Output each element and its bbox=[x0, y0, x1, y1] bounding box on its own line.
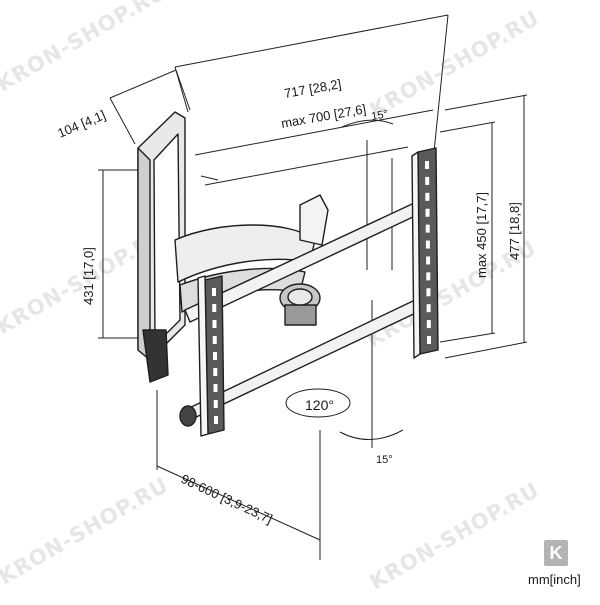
bracket-hole bbox=[212, 304, 217, 312]
wall-plate bbox=[137, 111, 186, 383]
bracket-hole bbox=[213, 368, 218, 376]
bracket-hole bbox=[426, 272, 431, 281]
rail-height-label: 477 [18,8] bbox=[507, 202, 522, 260]
bracket-hole bbox=[425, 192, 430, 201]
brand-logo: K bbox=[544, 540, 568, 566]
bracket-hole bbox=[426, 256, 431, 265]
bracket-hole bbox=[213, 352, 217, 360]
bracket-hole bbox=[213, 400, 218, 408]
bracket-hole bbox=[212, 288, 216, 296]
bracket-hole bbox=[426, 304, 431, 313]
watermark: KRON-SHOP.RU bbox=[366, 6, 544, 123]
bracket-hole bbox=[426, 288, 431, 297]
tilt-bottom-label: 15° bbox=[376, 454, 393, 466]
bracket-hole bbox=[425, 224, 430, 233]
watermark: KRON-SHOP.RU bbox=[0, 0, 171, 96]
units-label: mm[inch] bbox=[528, 572, 581, 587]
vertical-brackets bbox=[197, 147, 439, 437]
max-length-label: 717 [28,2] bbox=[283, 76, 343, 101]
wall-depth-label: 104 [4,1] bbox=[55, 107, 107, 141]
bracket-hole bbox=[212, 320, 217, 328]
dimension-lines bbox=[98, 14, 528, 560]
bracket-hole bbox=[427, 336, 431, 344]
max-700-label: max 700 [27,6] bbox=[280, 101, 367, 131]
plate-height-label: 431 [17,0] bbox=[81, 247, 96, 305]
bracket-hole bbox=[425, 161, 429, 169]
watermark: KRON-SHOP.RU bbox=[0, 473, 173, 590]
bracket-hole bbox=[426, 320, 431, 329]
bracket-hole bbox=[214, 416, 218, 424]
bracket-holes bbox=[212, 161, 431, 424]
bracket-hole bbox=[212, 336, 217, 344]
bracket-hole bbox=[425, 208, 430, 217]
tilt-top-label: 15° bbox=[370, 108, 388, 123]
vesa-max-label: max 450 [17,7] bbox=[474, 192, 489, 278]
swivel-label: 120° bbox=[305, 397, 334, 413]
watermark: KRON-SHOP.RU bbox=[366, 478, 544, 595]
bracket-hole bbox=[213, 384, 218, 392]
depth-range-label: 98-600 [3,9-23,7] bbox=[179, 471, 275, 526]
bracket-hole bbox=[425, 240, 430, 249]
bracket-hole bbox=[425, 176, 430, 185]
